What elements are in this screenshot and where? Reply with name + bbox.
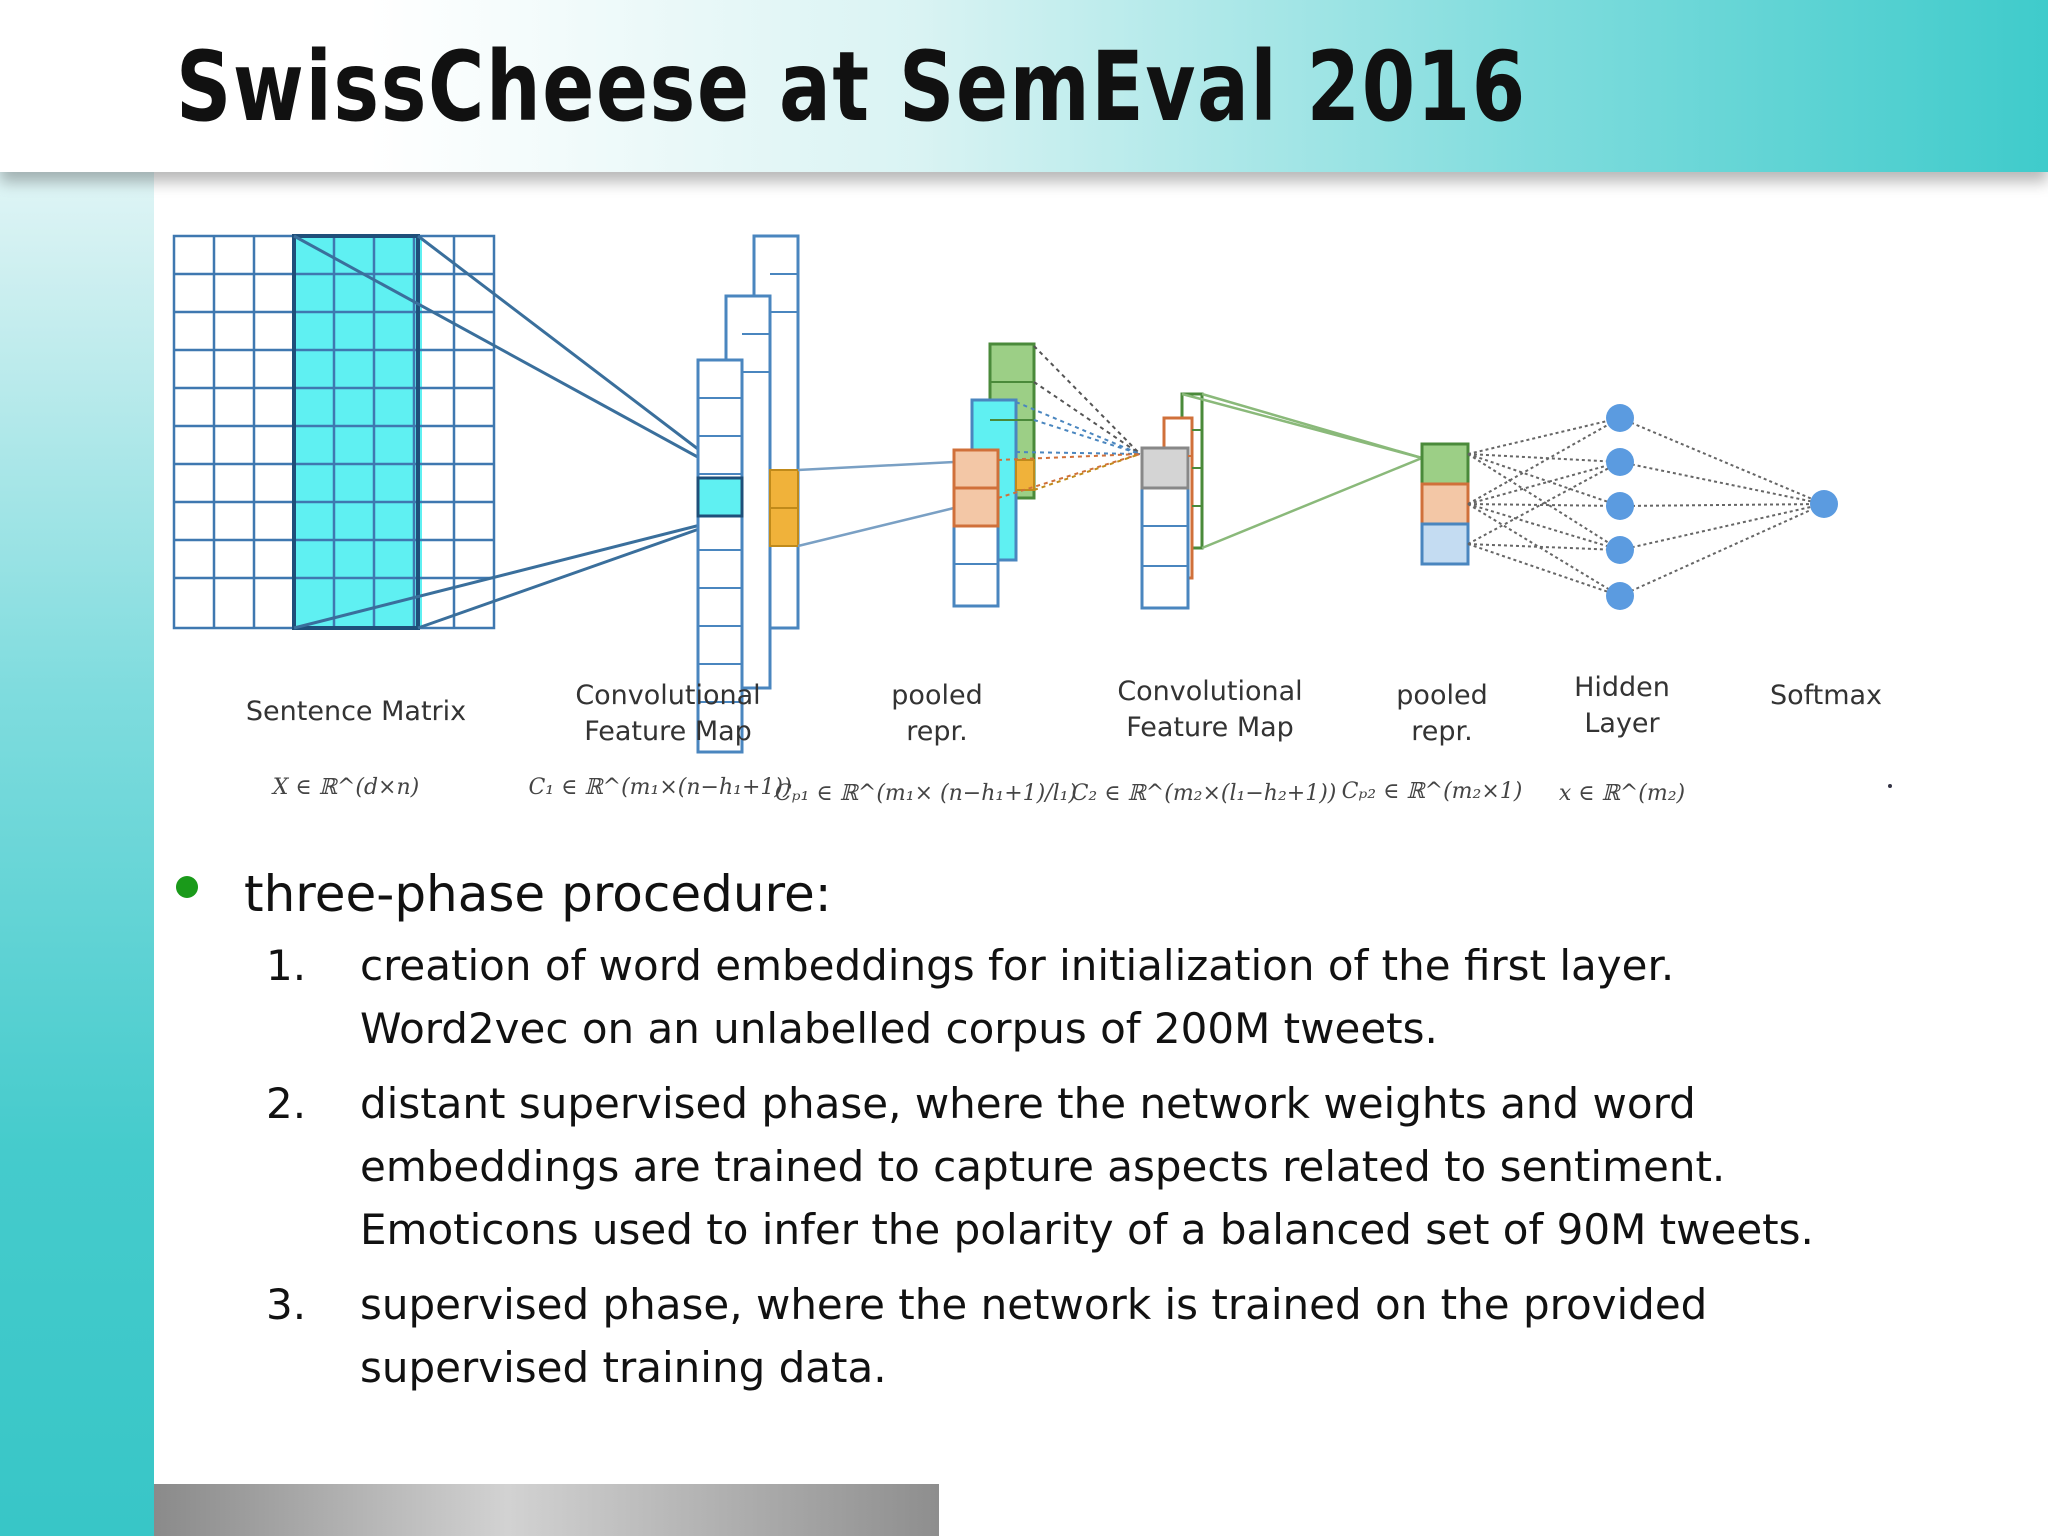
conv-output-cell — [696, 476, 744, 518]
sentence-matrix — [172, 234, 496, 630]
pooled-repr-1 — [952, 342, 1036, 608]
step-number: 1. — [266, 941, 307, 990]
step-number: 3. — [266, 1280, 307, 1329]
step-line: Emoticons used to infer the polarity of … — [360, 1205, 1814, 1254]
pooled-repr-2 — [1420, 442, 1470, 566]
math-pooled2: Cₚ₂ ∈ ℝ^(m₂×1) — [1342, 779, 1523, 804]
green-bullet-icon — [176, 876, 198, 898]
stage-label-hidden-line2: Layer — [1584, 708, 1660, 739]
stage-label-conv1-line2: Feature Map — [584, 716, 752, 747]
stray-dot — [1888, 784, 1892, 788]
left-accent-band — [0, 0, 154, 1536]
slide-title: SwissCheese at SemEval 2016 — [176, 31, 1527, 143]
bullet-list: three-phase procedure: 1. creation of wo… — [176, 858, 1876, 1411]
stage-label-pooled2-line1: pooled — [1396, 680, 1487, 711]
cnn-architecture-diagram: Sentence Matrix Convolutional Feature Ma… — [170, 222, 1898, 822]
math-conv2: C₂ ∈ ℝ^(m₂×(l₁−h₂+1)) — [1072, 781, 1337, 806]
stage-label-conv2-line1: Convolutional — [1117, 676, 1302, 707]
step-line: Word2vec on an unlabelled corpus of 200M… — [360, 1004, 1438, 1053]
stage-label-hidden-line1: Hidden — [1574, 672, 1670, 703]
main-bullet: three-phase procedure: — [176, 858, 1876, 930]
stage-label-sentence-matrix: Sentence Matrix — [246, 696, 466, 727]
steps-list: 1. creation of word embeddings for initi… — [176, 934, 1876, 1399]
sentence-matrix-grid — [172, 234, 496, 630]
list-item: 3. supervised phase, where the network i… — [176, 1273, 1876, 1399]
max-cell-2 — [769, 507, 799, 547]
footer-bar — [154, 1484, 939, 1536]
stage-label-conv1-line1: Convolutional — [575, 680, 760, 711]
hidden-layer-nodes — [1606, 404, 1634, 610]
filter-window — [292, 234, 420, 630]
step-line: distant supervised phase, where the netw… — [360, 1079, 1696, 1128]
conv-feature-map-2 — [1140, 392, 1204, 610]
title-banner: SwissCheese at SemEval 2016 — [0, 0, 2048, 172]
convolution-connections — [293, 234, 737, 630]
math-hidden: x ∈ ℝ^(m₂) — [1559, 781, 1685, 806]
math-conv1: C₁ ∈ ℝ^(m₁×(n−h₁+1)) — [528, 775, 791, 800]
pooling-connections-2 — [1181, 392, 1423, 550]
stage-label-pooled1-line1: pooled — [891, 680, 982, 711]
step-line: creation of word embeddings for initiali… — [360, 941, 1675, 990]
pooling-connections-1 — [797, 460, 955, 548]
list-item: 2. distant supervised phase, where the n… — [176, 1072, 1876, 1261]
highlighted-filter-region — [294, 236, 422, 628]
step-number: 2. — [266, 1079, 307, 1128]
cnn-diagram-svg: Sentence Matrix Convolutional Feature Ma… — [172, 234, 1892, 806]
stage-label-softmax: Softmax — [1770, 680, 1882, 711]
dense-connections — [1467, 417, 1825, 597]
convolution-connections-2 — [997, 345, 1141, 499]
list-item: 1. creation of word embeddings for initi… — [176, 934, 1876, 1060]
math-sentence-matrix: X ∈ ℝ^(d×n) — [271, 775, 420, 800]
step-line: supervised training data. — [360, 1343, 887, 1392]
main-bullet-text: three-phase procedure: — [244, 865, 832, 923]
softmax-node — [1810, 490, 1838, 518]
step-line: supervised phase, where the network is t… — [360, 1280, 1708, 1329]
math-pooled1: Cₚ₁ ∈ ℝ^(m₁× (n−h₁+1)/l₁) — [775, 781, 1077, 806]
stage-label-conv2-line2: Feature Map — [1126, 712, 1294, 743]
step-line: embeddings are trained to capture aspect… — [360, 1142, 1726, 1191]
max-cell-1 — [769, 469, 799, 509]
stage-label-pooled2-line2: repr. — [1411, 716, 1472, 747]
stage-label-pooled1-line2: repr. — [906, 716, 967, 747]
